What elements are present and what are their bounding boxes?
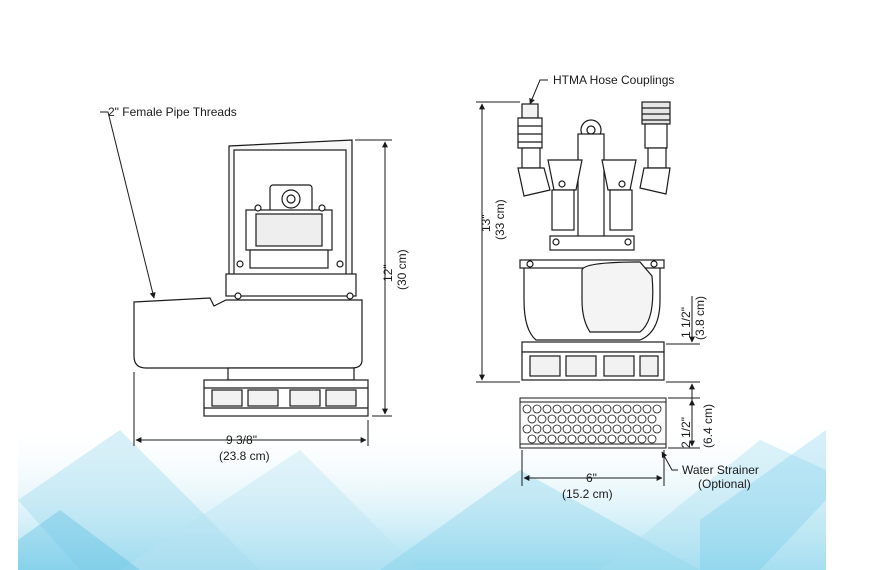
water-strainer: [519, 397, 667, 449]
strainer-hole: [612, 424, 622, 434]
side-width-metric: (23.8 cm): [219, 449, 270, 463]
strainer-hole: [582, 424, 592, 434]
strainer-hole: [642, 404, 652, 414]
front-height-metric: (33 cm): [493, 199, 507, 240]
strainer-width-metric: (15.2 cm): [562, 487, 613, 501]
front-height-dimension: [476, 101, 520, 383]
strainer-hole: [532, 404, 542, 414]
side-width-dimension: [133, 372, 369, 446]
strainer-hole: [527, 414, 537, 424]
strainer-hole: [537, 414, 547, 424]
strainer-hole: [627, 434, 637, 444]
strainer-hole: [647, 414, 657, 424]
strainer-hole: [537, 434, 547, 444]
strainer-hole: [532, 424, 542, 434]
strainer-height-imperial: 2 1/2": [679, 417, 693, 448]
strainer-hole: [622, 404, 632, 414]
strainer-hole: [607, 434, 617, 444]
strainer-height-metric: (6.4 cm): [701, 404, 715, 448]
strainer-hole: [642, 424, 652, 434]
strainer-hole: [602, 424, 612, 434]
strainer-hole: [577, 434, 587, 444]
strainer-hole: [582, 404, 592, 414]
strainer-hole: [577, 414, 587, 424]
front-height-imperial: 13": [479, 214, 493, 232]
strainer-hole: [617, 414, 627, 424]
hose-couplings-label: HTMA Hose Couplings: [553, 73, 674, 87]
strainer-width-imperial: 6": [586, 471, 597, 485]
strainer-hole: [572, 424, 582, 434]
side-height-dimension: [355, 139, 392, 417]
strainer-hole: [557, 434, 567, 444]
strainer-hole: [632, 404, 642, 414]
base-height-dimension: [666, 296, 700, 400]
strainer-hole: [637, 434, 647, 444]
strainer-hole: [627, 414, 637, 424]
side-height-metric: (30 cm): [395, 249, 409, 290]
pipe-threads-label: 2" Female Pipe Threads: [108, 105, 237, 119]
hose-couplings-leader: [529, 79, 548, 105]
water-strainer-leader: [661, 451, 678, 471]
strainer-hole: [552, 424, 562, 434]
strainer-hole: [597, 414, 607, 424]
strainer-hole: [592, 424, 602, 434]
strainer-hole: [607, 414, 617, 424]
strainer-hole: [587, 414, 597, 424]
strainer-hole: [632, 424, 642, 434]
strainer-hole: [597, 434, 607, 444]
strainer-hole: [612, 404, 622, 414]
strainer-hole: [652, 424, 662, 434]
strainer-hole: [617, 434, 627, 444]
strainer-hole: [562, 424, 572, 434]
strainer-hole: [562, 404, 572, 414]
water-strainer-label: Water Strainer: [682, 463, 759, 477]
strainer-hole: [567, 414, 577, 424]
strainer-hole: [592, 404, 602, 414]
strainer-hole: [602, 404, 612, 414]
base-height-imperial: 1 1/2": [679, 307, 693, 338]
strainer-hole: [647, 434, 657, 444]
strainer-height-dimension: [668, 397, 700, 449]
strainer-hole: [547, 434, 557, 444]
strainer-hole: [542, 404, 552, 414]
strainer-hole: [557, 414, 567, 424]
base-height-metric: (3.8 cm): [693, 296, 707, 340]
strainer-hole: [587, 434, 597, 444]
pump-front-view: [517, 101, 671, 381]
strainer-hole: [522, 404, 532, 414]
strainer-hole: [552, 404, 562, 414]
strainer-hole: [622, 424, 632, 434]
strainer-hole: [542, 424, 552, 434]
strainer-hole: [572, 404, 582, 414]
strainer-hole: [547, 414, 557, 424]
strainer-hole: [567, 434, 577, 444]
side-width-imperial: 9 3/8": [226, 433, 257, 447]
pump-side-view: [133, 139, 369, 417]
strainer-hole: [637, 414, 647, 424]
water-strainer-note: (Optional): [698, 477, 751, 491]
strainer-hole: [522, 424, 532, 434]
pipe-threads-leader: [100, 111, 156, 299]
strainer-hole: [527, 434, 537, 444]
side-height-imperial: 12": [381, 264, 395, 282]
strainer-hole: [652, 404, 662, 414]
